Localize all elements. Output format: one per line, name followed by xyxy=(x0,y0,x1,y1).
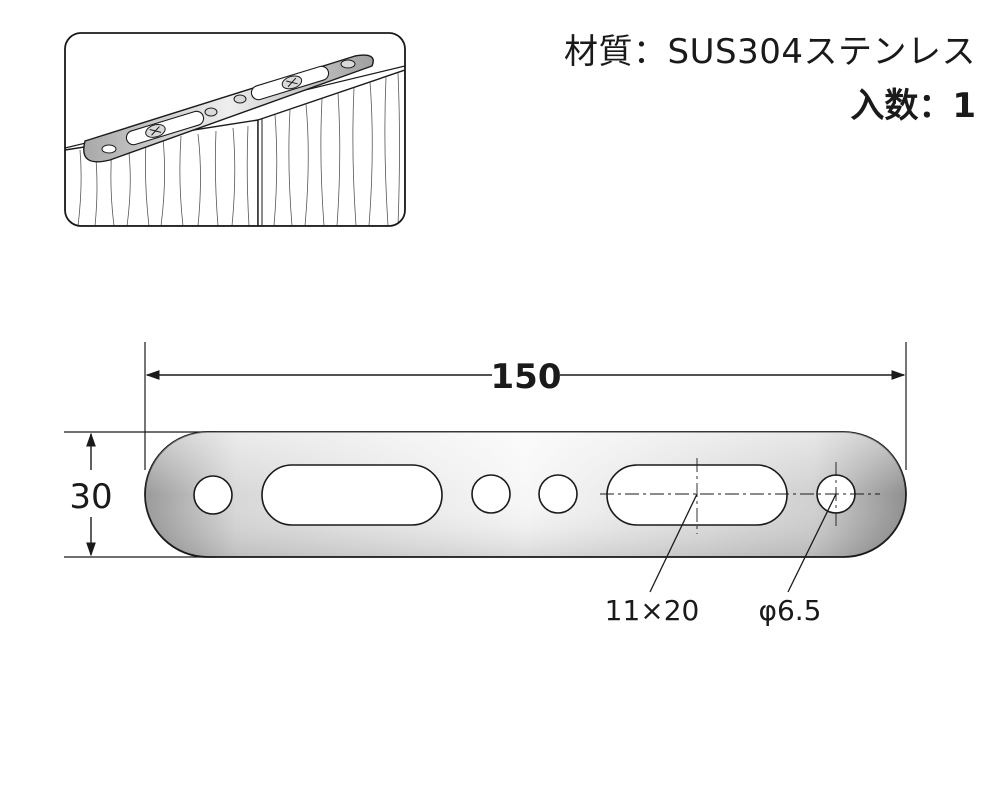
hole-diameter-label: φ6.5 xyxy=(759,594,822,627)
length-dimension-label: 150 xyxy=(491,357,562,397)
material-label: 材質：SUS304ステンレス xyxy=(564,32,976,72)
round-hole-3 xyxy=(538,474,578,514)
width-dimension-label: 30 xyxy=(69,477,112,517)
round-hole-1 xyxy=(193,475,233,515)
illustration-frame xyxy=(64,32,406,227)
slot-leader-line xyxy=(649,493,698,593)
slot-1 xyxy=(261,464,443,526)
hole-leader-line xyxy=(787,493,837,593)
quantity-label: 入数：1 xyxy=(850,86,976,126)
technical-drawing: 150 30 11×20 xyxy=(64,342,907,627)
installed-plate xyxy=(83,54,374,163)
slot-size-label: 11×20 xyxy=(605,594,700,627)
installation-illustration xyxy=(64,32,406,227)
joint-plate xyxy=(144,431,907,558)
round-hole-2 xyxy=(471,474,511,514)
